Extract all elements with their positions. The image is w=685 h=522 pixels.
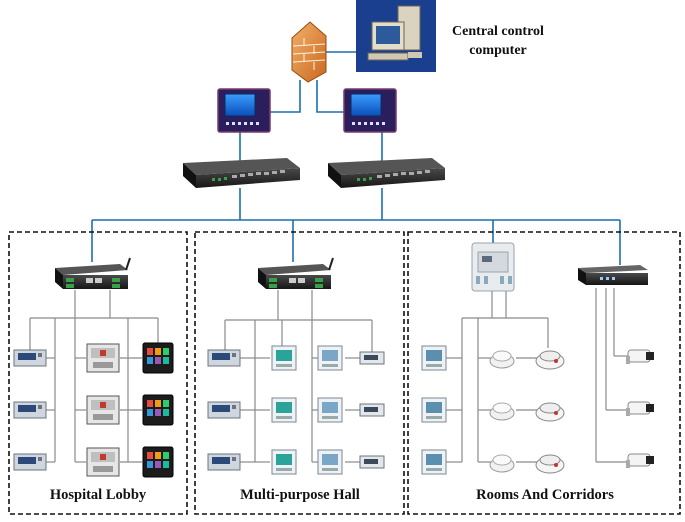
bullet-camera-icon [626, 401, 654, 416]
lobby-touch-meter-icon [142, 446, 174, 478]
hall-meter-b-icon [271, 345, 297, 371]
gateway-hall [258, 257, 334, 289]
hall-meter-c-icon [317, 397, 343, 423]
rooms-detector-icon [489, 454, 515, 473]
branch-wiring [29, 288, 628, 463]
bullet-camera-icon [626, 349, 654, 364]
rooms-sensor-icon [421, 397, 447, 423]
gateway-lobby [55, 257, 131, 289]
zone-label-multi-purpose-hall: Multi-purpose Hall [240, 487, 360, 503]
rooms-sensor-icon [421, 345, 447, 371]
hall-meter-d-icon [359, 455, 385, 469]
hall-meter-b-icon [271, 397, 297, 423]
lobby-relay-icon [86, 395, 120, 425]
rooms-detector-icon [489, 402, 515, 421]
din-rail-controller [471, 242, 515, 292]
hmi-panel-right [343, 88, 397, 133]
zone-box-lobby [8, 231, 188, 515]
zone-label-rooms-and-corridors: Rooms And Corridors [476, 487, 614, 503]
central-computer-label-line1: Central control [452, 24, 544, 39]
zone-box-hall [194, 231, 405, 515]
trunk-wiring [91, 51, 621, 265]
lobby-meter-a-icon [13, 401, 47, 419]
central-computer-label-line2: computer [469, 43, 527, 58]
smoke-detector-icon [535, 402, 565, 422]
hall-meter-a-icon [207, 349, 241, 367]
smoke-detector-icon [535, 454, 565, 474]
central-computer-icon [356, 0, 436, 72]
field-devices [13, 342, 654, 478]
lobby-touch-meter-icon [142, 342, 174, 374]
lobby-relay-icon [86, 447, 120, 477]
lobby-relay-icon [86, 343, 120, 373]
zone-label-hospital-lobby: Hospital Lobby [49, 487, 147, 503]
smoke-detector-icon [535, 350, 565, 370]
rooms-sensor-icon [421, 449, 447, 475]
hall-meter-c-icon [317, 345, 343, 371]
hall-meter-c-icon [317, 449, 343, 475]
rooms-detector-icon [489, 350, 515, 369]
central-computer-label: Central control computer [438, 22, 558, 60]
hall-meter-d-icon [359, 351, 385, 365]
lobby-meter-a-icon [13, 349, 47, 367]
zone-box-rooms [407, 231, 681, 515]
hall-meter-a-icon [207, 453, 241, 471]
lobby-touch-meter-icon [142, 394, 174, 426]
network-switch-right [328, 158, 445, 188]
hmi-panel-left [217, 88, 271, 133]
hall-meter-b-icon [271, 449, 297, 475]
bullet-camera-icon [626, 453, 654, 468]
lobby-meter-a-icon [13, 453, 47, 471]
nvr-unit [578, 265, 648, 285]
network-switch-left [183, 158, 300, 188]
hall-meter-a-icon [207, 401, 241, 419]
hall-meter-d-icon [359, 403, 385, 417]
firewall-icon [291, 21, 327, 83]
